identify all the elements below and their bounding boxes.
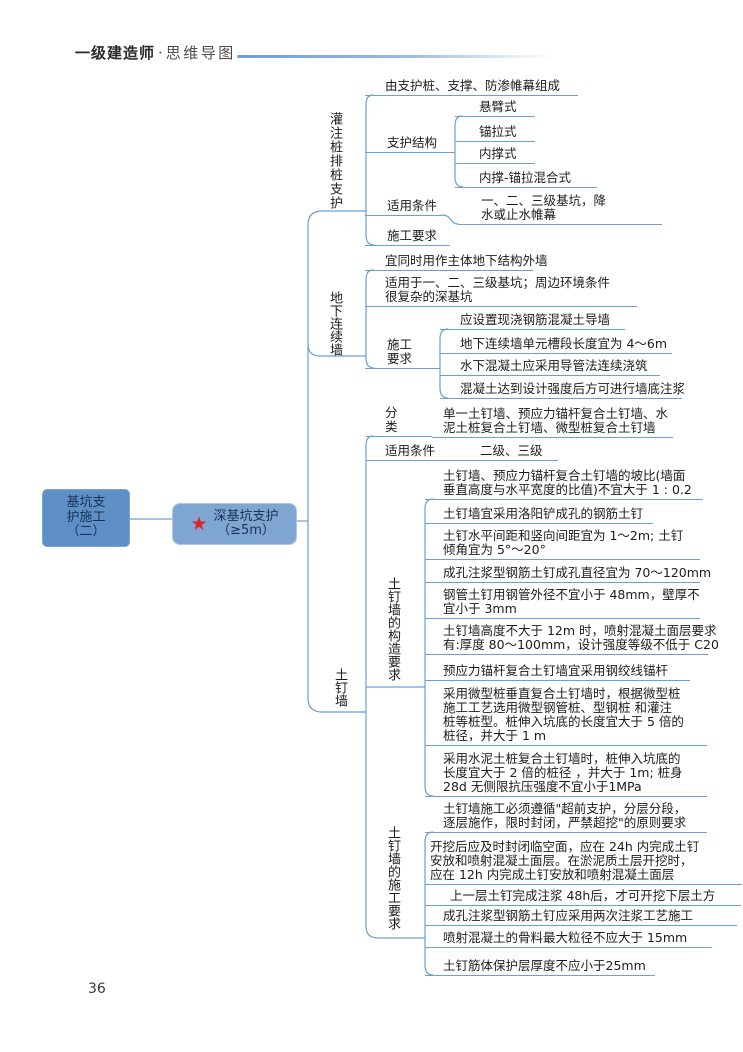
leaf-construction-item: 预应力锚杆复合土钉墙宜采用钢绞线锚杆 <box>425 664 690 681</box>
star-icon: ★ <box>190 512 208 535</box>
root-topic: 基坑支 护施工 （二） <box>42 489 130 547</box>
leaf-construction-item: 采用微型桩垂直复合土钉墙时，根据微型桩 施工工艺选用微型钢管桩、型钢桩 和灌注 … <box>425 687 707 746</box>
page-header: 一级建造师·思维导图 <box>75 42 236 63</box>
label-conditions: 适用条件 <box>365 199 442 216</box>
main-topic-label: 深基坑支护 （≥5m） <box>213 509 279 538</box>
leaf-requirement: 水下混凝土应采用导管法连续浇筑 <box>440 359 660 376</box>
page-number: 36 <box>88 981 106 997</box>
label-conditions: 适用条件 <box>366 444 458 461</box>
branch-label-soil-nail-wall: 土钉墙 <box>332 668 347 707</box>
leaf-applicability: 适用于一、二、三级基坑；周边环境条件 很复杂的深基坑 <box>365 276 637 307</box>
leaf-outer-wall: 宜同时用作主体地下结构外墙 <box>365 254 548 271</box>
label-requirements: 施工要求 <box>365 338 440 369</box>
branch-label-workflow-requirements: 土钉墙的施工要求 <box>385 826 400 930</box>
main-topic: ★ 深基坑支护 （≥5m） <box>172 503 297 545</box>
leaf-construction-item: 土钉水平间距和竖向间距宜为 1～2m; 土钉 倾角宜为 5°～20° <box>425 529 700 560</box>
leaf-classification-value: 单一土钉墙、预应力锚杆复合土钉墙、水 泥土桩复合土钉墙、微型桩复合土钉墙 <box>432 407 673 438</box>
leaf-structure-type: 内撑-锚拉混合式 <box>455 171 597 188</box>
branch-label-diaphragm-wall: 地下连续墙 <box>327 291 342 356</box>
leaf-structure-type: 内撑式 <box>455 147 535 164</box>
leaf-workflow-item: 土钉筋体保护层厚度不应小于25mm <box>425 959 655 976</box>
leaf-requirement: 应设置现浇钢筋混凝土导墙 <box>440 313 625 330</box>
leaf-construction-item: 成孔注浆型钢筋土钉成孔直径宜为 70～120mm <box>425 566 711 583</box>
leaf-construction-item: 土钉墙高度不大于 12m 时，喷射混凝土面层要求 有:厚度 80～100mm，设… <box>425 624 719 655</box>
leaf-construction-item: 土钉墙、预应力锚杆复合土钉墙的坡比(墙面 垂直高度与水平宽度的比值)不宜大于 1… <box>425 469 703 500</box>
branch-label-bored-pile: 灌注桩排桩支护 <box>327 112 342 210</box>
leaf-workflow-item: 土钉墙施工必须遵循"超前支护，分层分段， 逐层施作，限时封闭，严禁超挖"的原则要… <box>425 802 707 833</box>
leaf-conditions-value: 一、二、三级基坑，降 水或止水帷幕 <box>458 194 662 225</box>
leaf-structure-type: 锚拉式 <box>455 125 535 142</box>
header-subtitle: 思维导图 <box>165 44 236 62</box>
leaf-workflow-item: 喷射混凝土的骨料最大粒径不应大于 15mm <box>425 931 712 948</box>
leaf-workflow-item: 开挖后应及时封闭临空面，应在 24h 内完成土钉 安放和喷射混凝土面层。在淤泥质… <box>425 840 742 885</box>
label-support-structure: 支护结构 <box>365 136 455 153</box>
leaf-structure-type: 悬臂式 <box>455 100 535 117</box>
brand-title: 一级建造师 <box>75 44 156 62</box>
leaf-construction-item: 土钉墙宜采用洛阳铲成孔的钢筋土钉 <box>425 507 653 524</box>
leaf-requirement: 混凝土达到设计强度后方可进行墙底注浆 <box>440 382 685 399</box>
branch-label-construction-requirements: 土钉墙的构造要求 <box>385 577 400 681</box>
leaf-construction-item: 采用水泥土桩复合土钉墙时，桩伸入坑底的 长度宜大于 2 倍的桩径 ，并大于 1m… <box>425 752 707 797</box>
header-rule <box>237 55 553 58</box>
leaf-conditions-value: 二级、三级 <box>458 444 558 461</box>
label-requirements: 施工要求 <box>365 229 450 246</box>
leaf-construction-item: 钢管土钉用钢管外径不宜小于 48mm，壁厚不 宜小于 3mm <box>425 588 700 619</box>
leaf-workflow-item: 成孔注浆型钢筋土钉应采用两次注浆工艺施工 <box>425 909 737 926</box>
label-classification: 分类 <box>366 406 432 437</box>
header-separator: · <box>158 44 163 62</box>
leaf-composition: 由支护桩、支撑、防渗帷幕组成 <box>365 79 578 96</box>
leaf-requirement: 地下连续墙单元槽段长度宜为 4～6m <box>440 337 672 354</box>
leaf-workflow-item: 上一层土钉完成注浆 48h后，才可开挖下层土方 <box>425 889 741 906</box>
